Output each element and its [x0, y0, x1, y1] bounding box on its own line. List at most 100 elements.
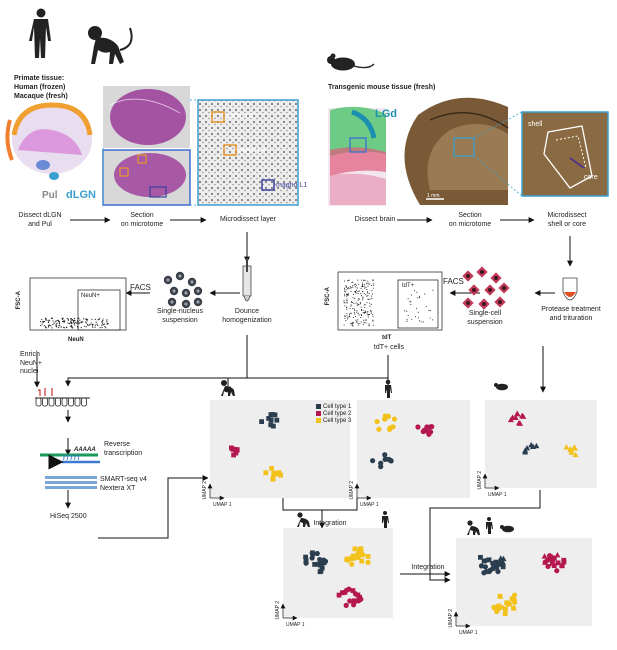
facs-point	[367, 314, 369, 316]
umap-point-type1	[270, 423, 276, 429]
facs-point	[356, 287, 358, 289]
facs-point	[343, 301, 345, 303]
umap-point-type1	[259, 419, 265, 425]
facs-point	[106, 320, 108, 322]
facs-point	[344, 293, 346, 295]
step-single-nucleus: Single-nucleus suspension	[157, 308, 203, 324]
facs-point	[353, 284, 355, 286]
facs-point	[364, 306, 366, 308]
facs-point	[344, 305, 346, 307]
facs-point	[87, 324, 89, 326]
facs-point	[39, 324, 42, 327]
facs-point	[101, 323, 104, 325]
umap-point-type1	[317, 569, 323, 575]
facs-point	[348, 279, 350, 281]
facs-point	[98, 318, 100, 321]
facs-point	[362, 296, 364, 298]
facs-point	[363, 312, 365, 314]
facs-point	[360, 306, 362, 308]
facs-point	[345, 291, 347, 293]
facs-point	[355, 319, 357, 321]
umap-point-type1	[493, 559, 499, 565]
legend-type2: Cell type 2	[323, 411, 352, 417]
facs-point	[368, 313, 370, 315]
facs-point	[372, 319, 374, 321]
plate-well	[81, 397, 87, 407]
umap-point-type1	[522, 449, 529, 455]
umap-point-type3	[563, 444, 570, 450]
facs-point	[370, 311, 372, 313]
facs-point	[367, 316, 369, 318]
facs-point	[89, 323, 91, 325]
facs-point	[352, 323, 354, 325]
facs-point	[347, 293, 349, 295]
umap-point-type1	[312, 561, 318, 567]
facs-point	[367, 295, 369, 297]
facs-point	[356, 284, 358, 286]
umap-point-type1	[493, 562, 499, 568]
plate-well	[61, 397, 68, 407]
umap-point-type3	[509, 596, 515, 602]
umap1-label-c: UMAP 1	[488, 492, 507, 498]
umap-point-type3	[499, 604, 506, 610]
facs-point	[62, 317, 64, 319]
facs-point	[346, 298, 348, 300]
facs-point	[346, 315, 348, 317]
facs-point	[63, 321, 65, 323]
facs-point	[411, 318, 413, 320]
umap-point-type2	[554, 568, 560, 574]
facs-point	[85, 322, 87, 324]
facs-point	[345, 285, 347, 287]
facs-point	[55, 325, 57, 327]
umap-point-type2	[512, 414, 519, 420]
integration-label-2: Integration	[411, 564, 445, 571]
mouse-tissue-section	[394, 96, 516, 206]
facs-point	[362, 284, 364, 286]
facs-point	[61, 318, 64, 321]
step-protease: Protease treatment and trituration	[541, 306, 601, 322]
umap-point-type2	[233, 450, 239, 456]
facs-point	[364, 319, 366, 321]
facs-point	[364, 287, 366, 289]
facs-point	[352, 293, 355, 296]
facs-point	[406, 319, 408, 321]
facs-point	[91, 323, 93, 326]
facs-point	[72, 321, 75, 323]
umap-point-type1	[489, 565, 496, 571]
umap-point-type1	[303, 554, 309, 560]
facs-point	[55, 323, 57, 325]
facs-point	[356, 304, 358, 306]
facs-point	[349, 286, 352, 288]
facs-point	[351, 322, 353, 324]
step-dissect-brain: Dissect brain	[354, 216, 396, 223]
facs-point	[370, 284, 373, 286]
facs-point	[352, 321, 354, 323]
facs-point	[343, 324, 345, 326]
umap-point-type3	[504, 600, 510, 606]
cell-nucleus	[494, 276, 498, 280]
facs-point	[360, 316, 362, 319]
umap-point-type3	[271, 472, 277, 477]
facs-point	[346, 300, 348, 302]
facs-point	[58, 325, 60, 327]
parvo-l4-box	[223, 144, 237, 156]
facs-point	[56, 322, 58, 324]
umap-point-type2	[343, 587, 350, 593]
facs-point	[350, 322, 352, 325]
facs-point	[345, 307, 347, 309]
facs-point	[353, 311, 355, 313]
scale-bar-label: 1 mm	[427, 193, 440, 199]
mouse-facs-x-axis: tdT	[382, 335, 392, 341]
facs-point	[415, 307, 418, 309]
umap-point-type2	[343, 602, 349, 608]
nucleus-core	[196, 300, 200, 304]
facs-point	[372, 324, 374, 326]
facs-point	[354, 315, 357, 317]
facs-point	[353, 308, 355, 310]
primate-facs-x-axis: NeuN	[68, 337, 84, 343]
facs-point	[407, 298, 409, 300]
facs-point	[358, 298, 360, 300]
umap-point-type3	[382, 416, 388, 422]
polyt-label: TTTTT	[62, 456, 81, 462]
